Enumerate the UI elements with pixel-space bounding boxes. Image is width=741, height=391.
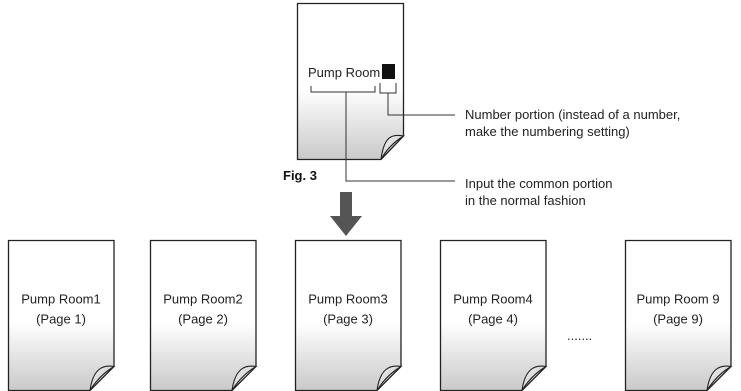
number-portion-leader xyxy=(387,93,455,116)
output-page: Pump Room4 (Page 4) xyxy=(439,239,548,391)
number-portion-note-line1: Number portion (instead of a number, xyxy=(465,107,680,122)
output-page-body xyxy=(624,239,732,391)
down-arrow-icon xyxy=(330,192,362,236)
figure-caption: Fig. 3 xyxy=(283,168,317,183)
output-page-body xyxy=(294,239,402,391)
template-sheet-fold xyxy=(380,134,406,160)
output-page-number: (Page 2) xyxy=(178,312,228,327)
output-pages: Pump Room1(Page 1)Pump Room2(Page 2)Pump… xyxy=(7,239,733,391)
output-page-title: Pump Room4 xyxy=(453,292,532,307)
output-page-title: Pump Room1 xyxy=(21,292,100,307)
output-page-body xyxy=(439,239,547,391)
number-placeholder-box xyxy=(382,64,395,79)
common-portion-note-line1: Input the common portion xyxy=(465,176,612,191)
output-page-body xyxy=(149,239,257,391)
output-page: Pump Room2 (Page 2) xyxy=(149,239,258,391)
pages-ellipsis: ....... xyxy=(567,328,592,343)
number-portion-note-line2: make the numbering setting) xyxy=(465,124,630,139)
output-page-number: (Page 9) xyxy=(653,312,703,327)
output-page-title: Pump Room3 xyxy=(308,292,387,307)
common-portion-bracket xyxy=(310,86,376,93)
output-page-number: (Page 3) xyxy=(323,312,373,327)
template-sheet: Pump Room xyxy=(296,2,406,161)
output-page: Pump Room3 (Page 3) xyxy=(294,239,403,391)
common-portion-leader xyxy=(345,92,455,182)
output-page: Pump Room 9 (Page 9) xyxy=(624,239,733,391)
common-portion-note-line2: in the normal fashion xyxy=(465,193,586,208)
template-sheet-body xyxy=(296,2,405,161)
output-page-body xyxy=(7,239,115,391)
output-page-title: Pump Room2 xyxy=(163,292,242,307)
output-page-number: (Page 4) xyxy=(468,312,518,327)
output-page: Pump Room1 (Page 1) xyxy=(7,239,116,391)
output-page-title: Pump Room 9 xyxy=(636,292,719,307)
template-sheet-label: Pump Room xyxy=(308,65,380,80)
output-page-number: (Page 1) xyxy=(36,312,86,327)
